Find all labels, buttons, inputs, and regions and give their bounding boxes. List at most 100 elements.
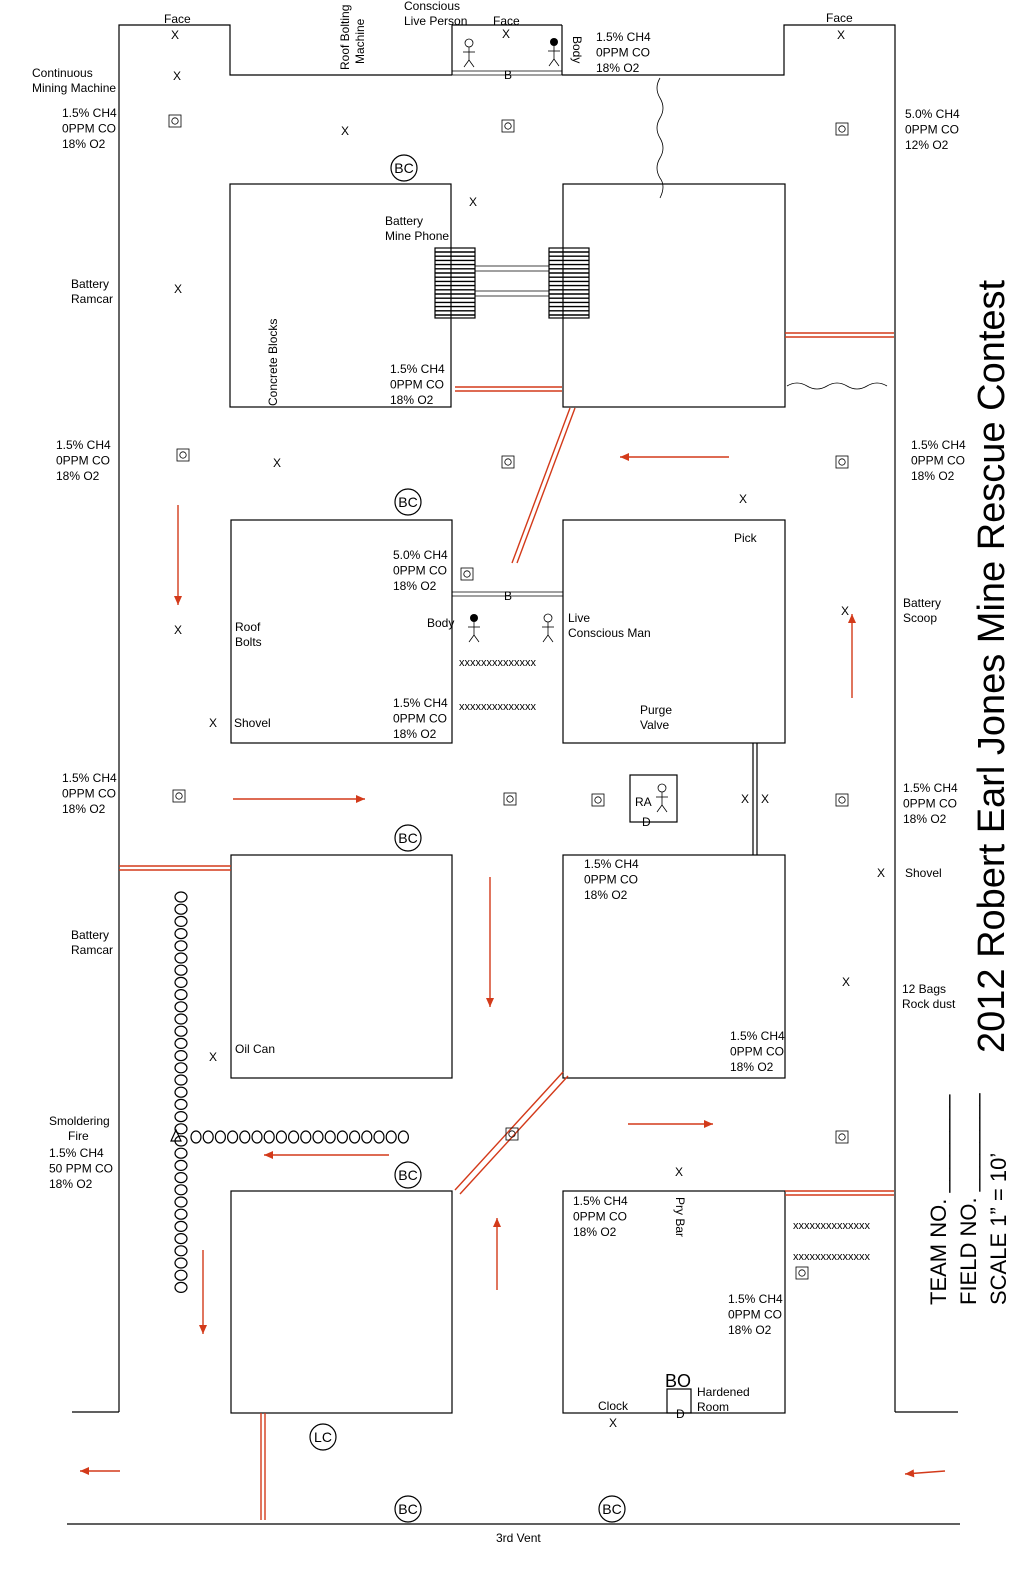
scale: SCALE 1” = 10’ <box>986 1153 1011 1305</box>
bc-marker: BC <box>394 488 422 516</box>
contest-title: 2012 Robert Earl Jones Mine Rescue Conte… <box>971 279 1013 1053</box>
fan-icon <box>835 455 849 469</box>
persons <box>463 38 668 813</box>
gas-reading-line: 18% O2 <box>728 1323 772 1337</box>
svg-text:BC: BC <box>602 1501 621 1517</box>
airflow-arrow <box>174 505 182 605</box>
gas-reading-line: 18% O2 <box>62 137 106 151</box>
bc-marker: BC <box>394 824 422 852</box>
gas-reading-line: 1.5% CH4 <box>49 1146 104 1160</box>
gas-reading-line: 18% O2 <box>584 888 628 902</box>
x-mark: X <box>273 456 281 470</box>
gas-reading-line: 5.0% CH4 <box>393 548 448 562</box>
battery-scoop-label-2: Scoop <box>903 611 937 625</box>
bo-label: BO <box>665 1371 691 1391</box>
lc-marker: LC <box>309 1423 337 1451</box>
airflow-arrow <box>233 795 365 803</box>
fan-icon <box>501 455 515 469</box>
airflow-arrow <box>848 614 856 698</box>
battery-mine-phone-label-2: Mine Phone <box>385 229 449 243</box>
airflow-arrow <box>486 877 494 1007</box>
svg-text:BC: BC <box>398 1167 417 1183</box>
airflow-arrow <box>199 1250 207 1334</box>
svg-text:BC: BC <box>398 494 417 510</box>
pillar-3 <box>230 519 453 744</box>
bc-marker: BC <box>394 1495 422 1523</box>
pillar-1 <box>229 183 452 408</box>
gas-reading-line: 50 PPM CO <box>49 1162 113 1176</box>
body-label-mid: Body <box>427 616 454 630</box>
face-label-right: Face <box>826 11 853 25</box>
fan-icon <box>835 793 849 807</box>
svg-text:LC: LC <box>314 1429 332 1445</box>
circle-markers: BC BC BC BC LC BC BC <box>309 154 626 1523</box>
roof-bolting-machine-label-2: Machine <box>353 18 367 64</box>
pillar-4 <box>562 519 786 744</box>
clock-label: Clock <box>598 1399 629 1413</box>
battery-ramcar-2-label-2: Ramcar <box>71 943 113 957</box>
pillar-7 <box>230 1190 453 1414</box>
gas-reading-line: 18% O2 <box>393 579 437 593</box>
x-mark: X <box>741 792 749 806</box>
gas-reading-line: 0PPM CO <box>903 797 957 811</box>
rock-dust-label-2: Rock dust <box>902 997 956 1011</box>
airflow-arrow <box>264 1151 389 1159</box>
gas-reading-line: 18% O2 <box>903 812 947 826</box>
x-mark: X <box>469 195 477 209</box>
gas-reading-line: 0PPM CO <box>905 123 959 137</box>
purge-valve-label-1: Purge <box>640 703 672 717</box>
gas-reading-line: 0PPM CO <box>390 378 444 392</box>
face-label-center: Face <box>493 14 520 28</box>
gas-reading-line: 0PPM CO <box>56 454 110 468</box>
pick-label: Pick <box>734 531 758 545</box>
gas-reading-line: 0PPM CO <box>573 1210 627 1224</box>
smoldering-fire-label-1: Smoldering <box>49 1114 110 1128</box>
rubble-3: xxxxxxxxxxxxxx <box>793 1220 871 1232</box>
barricade-label-mid: B <box>504 589 512 603</box>
gas-reading-line: 0PPM CO <box>596 46 650 60</box>
fan-icon <box>501 119 515 133</box>
svg-text:BC: BC <box>398 830 417 846</box>
person-icon <box>463 38 475 68</box>
battery-ramcar-2-label-1: Battery <box>71 928 109 942</box>
gas-reading-line: 18% O2 <box>730 1060 774 1074</box>
gas-reading-line: 18% O2 <box>573 1225 617 1239</box>
svg-text:BC: BC <box>398 1501 417 1517</box>
person-icon <box>656 783 668 813</box>
gas-reading-line: 0PPM CO <box>911 454 965 468</box>
gas-reading-line: 1.5% CH4 <box>728 1292 783 1306</box>
x-mark: X <box>341 124 349 138</box>
ra-label: RA <box>635 795 652 809</box>
gas-reading-line: 0PPM CO <box>393 712 447 726</box>
conscious-live-person-label-1: Conscious <box>404 0 460 13</box>
fan-icon <box>835 1130 849 1144</box>
bc-marker: BC <box>390 154 418 182</box>
rubble-2: xxxxxxxxxxxxxx <box>459 701 537 713</box>
bc-marker: BC <box>598 1495 626 1523</box>
fan-icon <box>835 122 849 136</box>
x-mark: X <box>675 1165 683 1179</box>
airflow-arrow <box>904 1469 946 1478</box>
rubble-4: xxxxxxxxxxxxxx <box>793 1251 871 1263</box>
third-vent-label: 3rd Vent <box>496 1531 541 1545</box>
x-mark: X <box>609 1416 617 1430</box>
refuge-alternative-box <box>629 774 678 823</box>
concrete-blocks-label: Concrete Blocks <box>266 319 280 406</box>
gas-reading-line: 1.5% CH4 <box>584 857 639 871</box>
gas-reading-line: 1.5% CH4 <box>390 362 445 376</box>
curtains <box>656 77 888 390</box>
live-conscious-man-label-1: Live <box>568 611 590 625</box>
gas-reading-line: 0PPM CO <box>730 1045 784 1059</box>
airflow-arrow <box>493 1218 501 1290</box>
rock-dust-label-1: 12 Bags <box>902 982 946 996</box>
hardened-room-label-1: Hardened <box>697 1385 750 1399</box>
pillar-5 <box>230 854 453 1079</box>
pillar-6 <box>562 854 786 1079</box>
gas-reading-line: 1.5% CH4 <box>62 106 117 120</box>
fan-icon <box>176 448 190 462</box>
hardened-room-label-2: Room <box>697 1400 729 1414</box>
face-label-left: Face <box>164 12 191 26</box>
battery-mine-phone-label-1: Battery <box>385 214 423 228</box>
